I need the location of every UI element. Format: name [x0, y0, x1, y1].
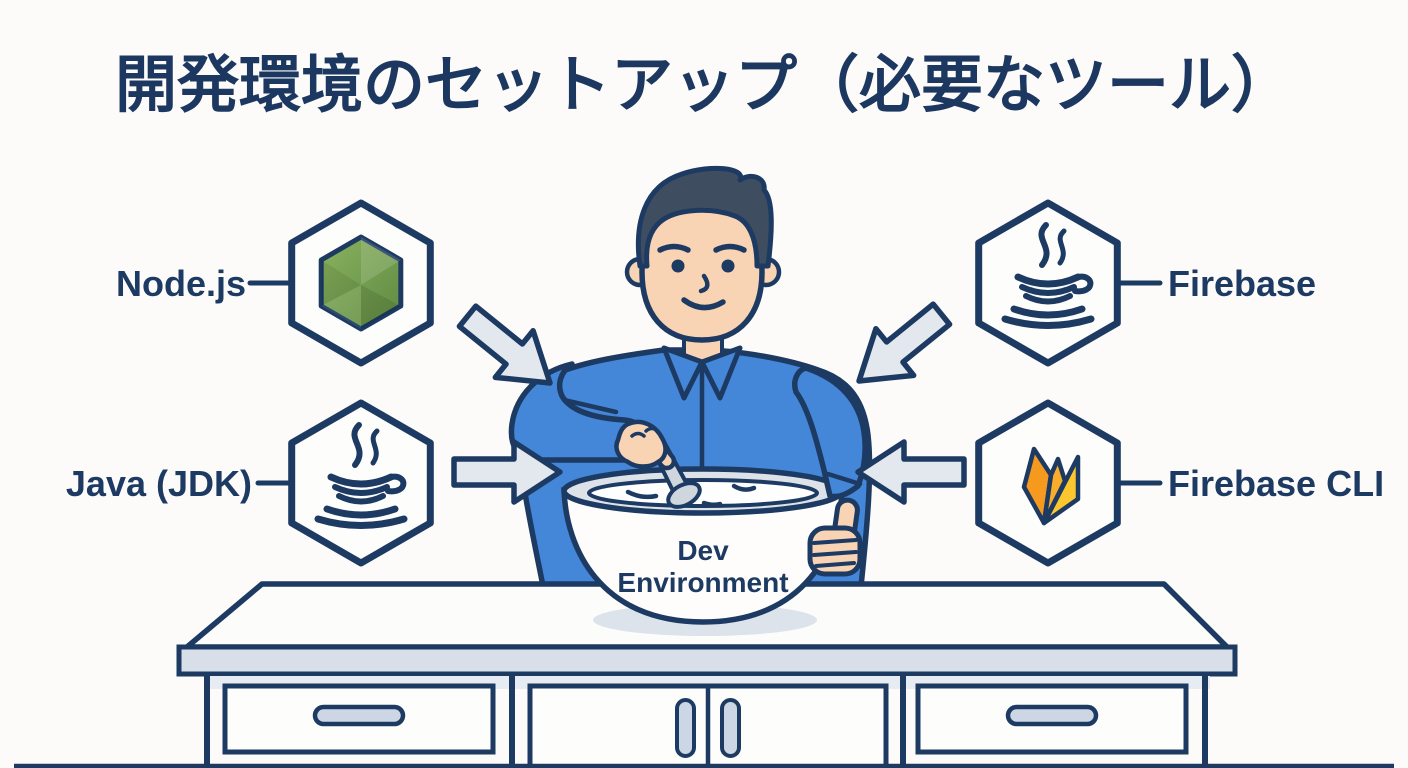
- drawer-left-handle: [312, 704, 406, 727]
- cabinet-handle-left: [675, 698, 696, 758]
- bowl-label-line2: Environment: [617, 567, 788, 598]
- page-title: 開発環境のセットアップ（必要なツール）: [114, 51, 1293, 120]
- liquid-ripples: [625, 483, 757, 508]
- spoon-head: [666, 481, 702, 509]
- ripple-3: [701, 500, 723, 508]
- mouth: [681, 297, 726, 311]
- label-java: Java (JDK): [66, 463, 252, 504]
- knuckle-line-2: [644, 426, 660, 433]
- arrow-top-right-icon: [840, 291, 960, 404]
- sleeve-fold-line: [561, 397, 619, 415]
- bowl-liquid: [587, 478, 819, 508]
- connector-lines: [247, 280, 1163, 486]
- hand-palm: [614, 419, 668, 469]
- label-nodejs: Node.js: [116, 263, 246, 304]
- knuckle-line-1: [630, 431, 646, 438]
- finger-line-2: [812, 550, 858, 557]
- eyebrow-left: [657, 243, 691, 253]
- badge-nodejs: [292, 203, 431, 363]
- person-right-arm: [792, 365, 868, 577]
- finger-line-1: [812, 538, 858, 545]
- right-cuff-line: [825, 471, 863, 487]
- person-left-hand: [614, 419, 677, 471]
- eyebrow-right: [713, 243, 747, 253]
- badge-firebase: [979, 203, 1118, 363]
- cabinet-handle-right: [720, 698, 741, 758]
- badge-java: [292, 403, 431, 563]
- badge-firebase-cli: [979, 403, 1118, 563]
- bowl: Dev Environment: [561, 466, 845, 625]
- ripple-1: [625, 489, 659, 500]
- eye-left: [671, 259, 685, 273]
- label-firebase: Firebase: [1168, 263, 1316, 304]
- person-hair: [635, 165, 774, 269]
- bowl-label-line1: Dev: [677, 535, 729, 566]
- ripple-2: [731, 483, 757, 492]
- collar-right: [699, 345, 743, 401]
- drawer-right-handle: [1005, 704, 1099, 727]
- collar-left: [661, 345, 705, 401]
- finger-line-3: [814, 561, 856, 568]
- nose: [698, 273, 710, 294]
- desk-front-band: [176, 644, 1238, 677]
- nodejs-hexagon-icon: [318, 234, 404, 332]
- right-sleeve: [792, 365, 868, 500]
- arrow-mid-right-icon: [858, 442, 964, 502]
- eye-right: [721, 259, 735, 273]
- label-firebase-cli: Firebase CLI: [1168, 463, 1384, 504]
